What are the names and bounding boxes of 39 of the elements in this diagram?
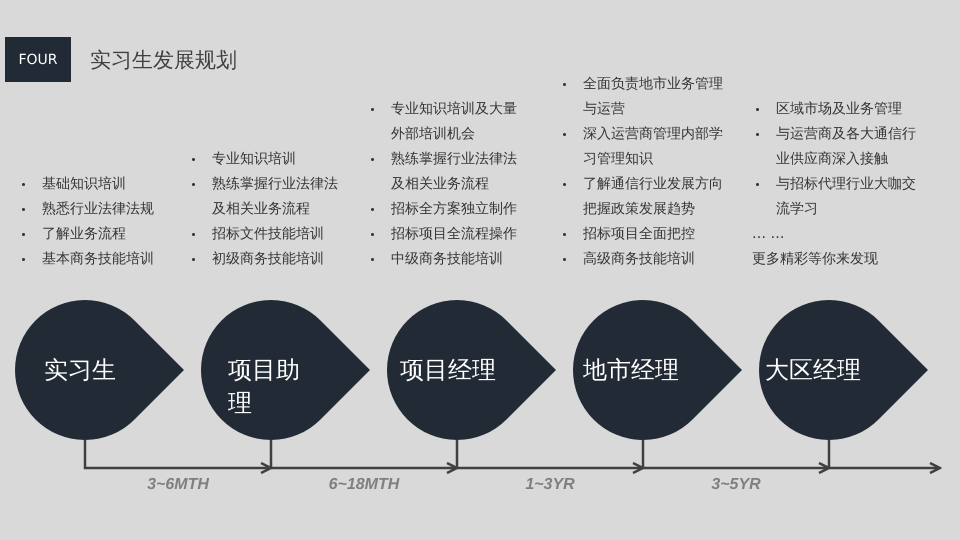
section-badge: FOUR — [5, 37, 71, 82]
stage-title: 地市经理 — [583, 355, 680, 386]
bullet-text: 基础知识培训 — [42, 176, 126, 192]
bullet-text: 熟悉行业法律法规 — [42, 201, 154, 217]
duration-label: 3~6MTH — [146, 476, 210, 494]
bullet-text: 与运营商及各大通信行业供应商深入接触 — [776, 126, 916, 167]
note-text: 更多精彩等你来发现 — [752, 250, 878, 269]
timeline-arrow — [642, 440, 830, 474]
stage-title: 项目助理 — [228, 355, 301, 419]
timeline-arrow — [84, 440, 272, 474]
stage-title: 项目经理 — [400, 355, 497, 386]
bullet-text: 专业知识培训及大量外部培训机会 — [391, 101, 517, 142]
timeline-arrow — [828, 440, 942, 474]
note-text: … … — [752, 225, 786, 244]
bullet-text: 与招标代理行业大咖交流学习 — [776, 176, 916, 217]
bullet-text: 熟练掌握行业法律法及相关业务流程 — [391, 151, 517, 192]
bullet-text: 招标文件技能培训 — [212, 226, 324, 242]
bullet-text: 高级商务技能培训 — [583, 251, 695, 267]
bullet-text: 初级商务技能培训 — [212, 251, 324, 267]
bullet-text: 基本商务技能培训 — [42, 251, 154, 267]
bullet-text: 招标全方案独立制作 — [391, 201, 517, 217]
bullet-text: 中级商务技能培训 — [391, 251, 503, 267]
bullet-text: 招标项目全流程操作 — [391, 226, 517, 242]
duration-label: 3~5YR — [710, 476, 762, 494]
bullet-text: 全面负责地市业务管理与运营 — [583, 76, 723, 117]
bullet-text: 区域市场及业务管理 — [776, 101, 902, 117]
timeline-arrow — [270, 440, 458, 474]
stage-title: 实习生 — [44, 355, 117, 386]
timeline-arrow — [456, 440, 644, 474]
bullet-text: 招标项目全面把控 — [583, 226, 695, 242]
bullet-text: 熟练掌握行业法律法及相关业务流程 — [212, 176, 338, 217]
duration-label: 6~18MTH — [328, 476, 400, 494]
stage-title: 大区经理 — [765, 355, 862, 386]
bullet-text: 了解通信行业发展方向把握政策发展趋势 — [583, 176, 723, 217]
duration-label: 1~3YR — [524, 476, 576, 494]
bullet-text: 深入运营商管理内部学习管理知识 — [583, 126, 723, 167]
title: 实习生发展规划 — [90, 47, 237, 74]
bullet-text: 专业知识培训 — [212, 151, 296, 167]
bullet-text: 了解业务流程 — [42, 226, 126, 242]
